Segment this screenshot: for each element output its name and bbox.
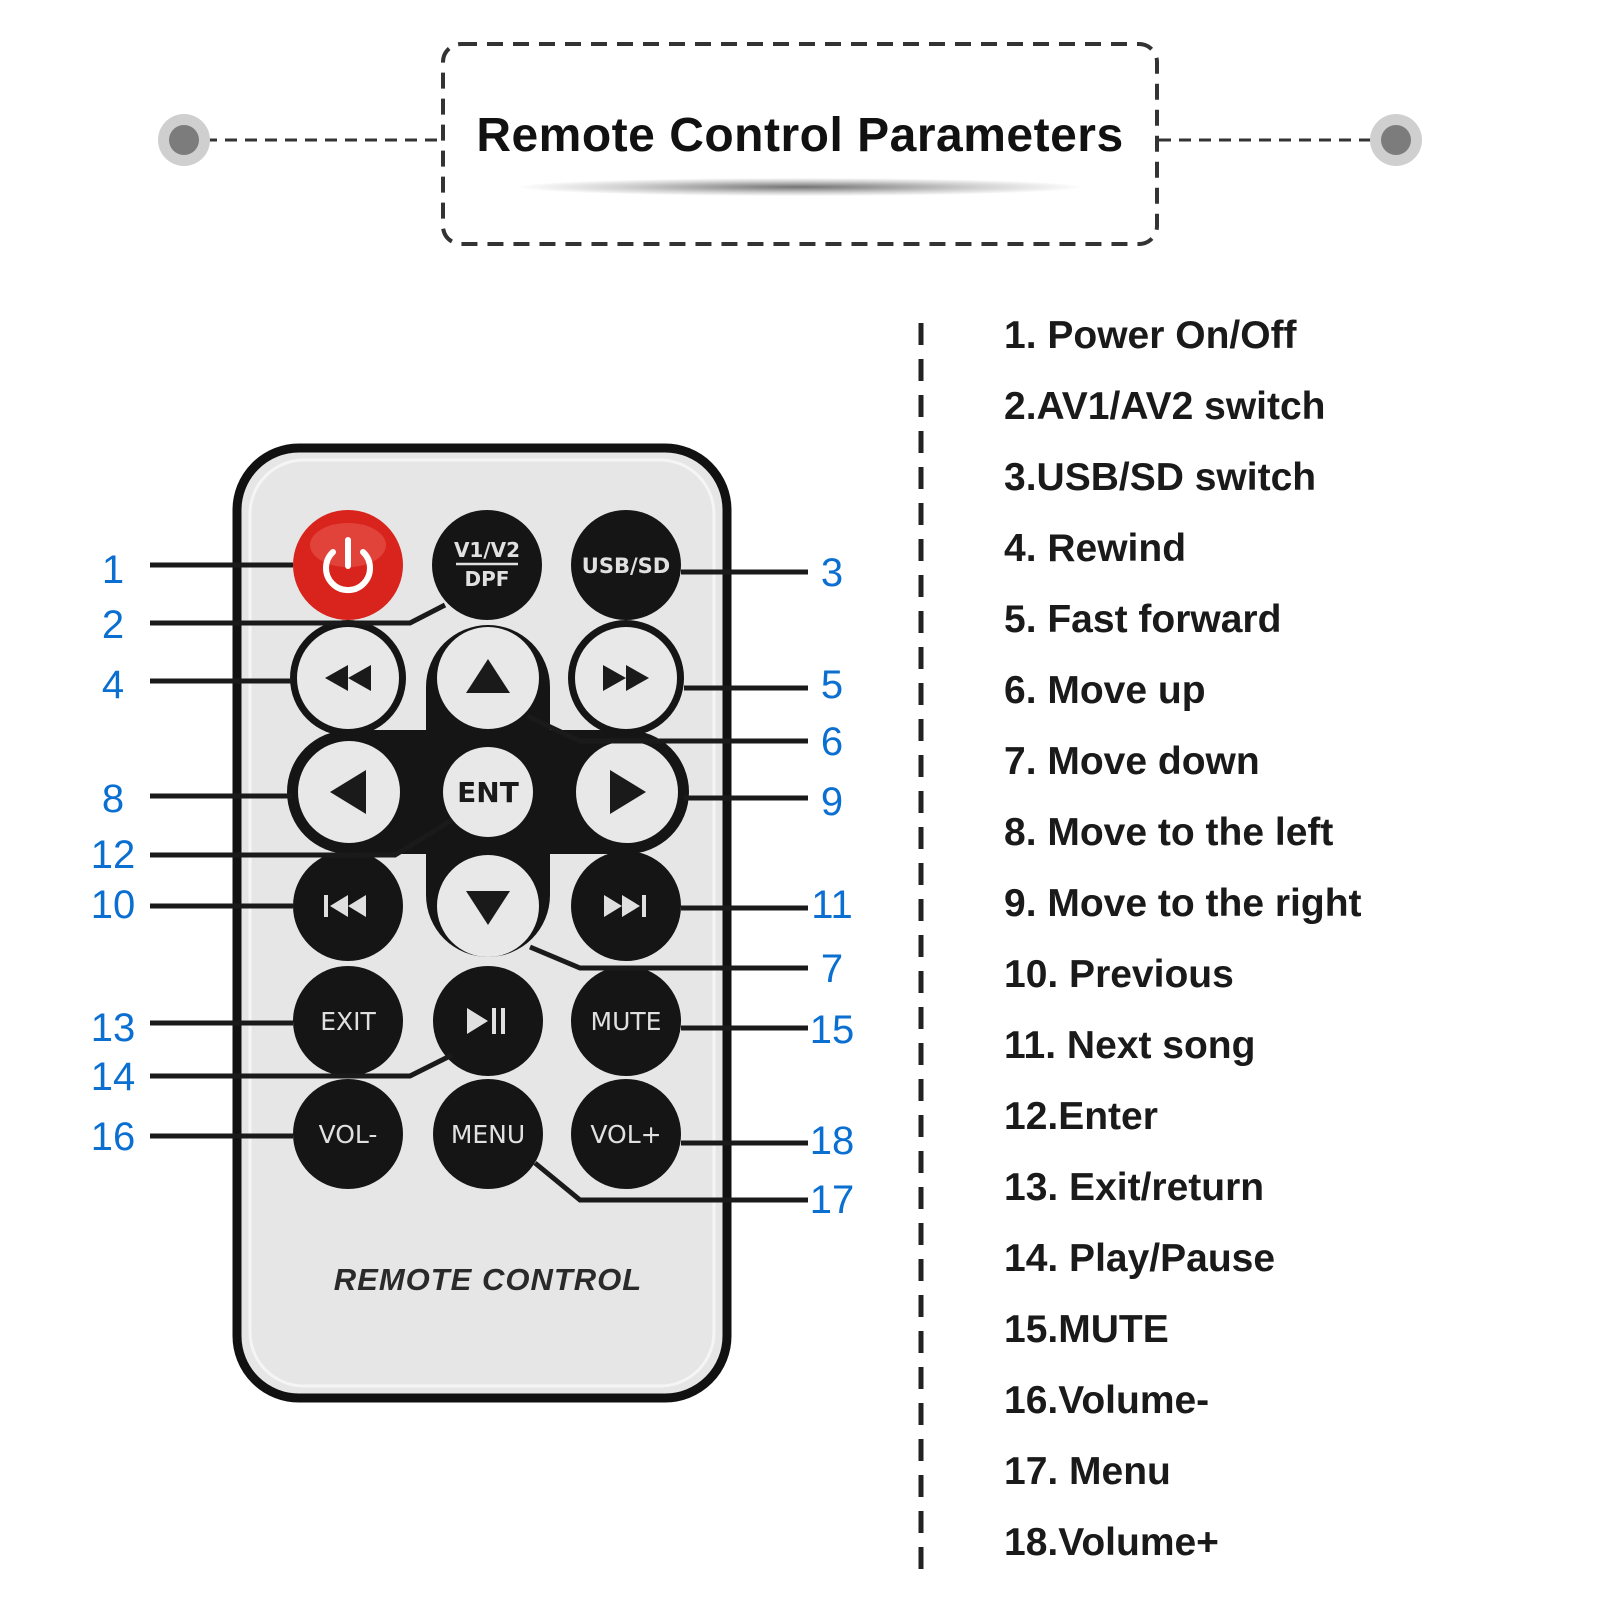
right-arrow-icon: [610, 770, 646, 814]
callout-2: 2: [102, 603, 124, 647]
legend-item: 9. Move to the right: [1004, 882, 1362, 925]
legend-item: 3.USB/SD switch: [1004, 456, 1317, 499]
callout-12: 12: [91, 833, 136, 877]
legend-item: 15.MUTE: [1004, 1308, 1169, 1351]
callout-3: 3: [821, 551, 843, 595]
fast-forward-icon: [603, 665, 649, 691]
right-button[interactable]: [576, 741, 678, 843]
up-arrow-icon: [466, 659, 510, 693]
previous-icon: [324, 895, 366, 917]
volume-up-button[interactable]: VOL+: [571, 1079, 681, 1189]
menu-label: MENU: [451, 1120, 525, 1149]
callout-1: 1: [102, 548, 124, 592]
volume-down-label: VOL-: [319, 1120, 378, 1149]
callout-8: 8: [102, 777, 124, 821]
legend-item: 17. Menu: [1004, 1450, 1171, 1493]
callout-7: 7: [821, 947, 843, 991]
callout-5: 5: [821, 663, 843, 707]
leader-lines: [150, 562, 808, 1203]
usb-sd-button[interactable]: USB/SD: [571, 510, 681, 620]
volume-up-label: VOL+: [590, 1120, 661, 1149]
legend-item: 12.Enter: [1004, 1095, 1158, 1138]
legend-item: 18.Volume+: [1004, 1521, 1219, 1564]
menu-button[interactable]: MENU: [433, 1079, 543, 1189]
callout-10: 10: [91, 883, 136, 927]
callout-6: 6: [821, 720, 843, 764]
play-pause-button[interactable]: [433, 966, 543, 1076]
exit-button[interactable]: EXIT: [293, 966, 403, 1076]
left-button[interactable]: [298, 741, 400, 843]
callout-18: 18: [810, 1119, 855, 1163]
callout-16: 16: [91, 1115, 136, 1159]
av-switch-sublabel: DPF: [465, 567, 510, 591]
legend-item: 4. Rewind: [1004, 527, 1187, 570]
legend-item: 8. Move to the left: [1004, 811, 1334, 854]
legend-list: 1. Power On/Off 2.AV1/AV2 switch 3.USB/S…: [1004, 316, 1564, 1594]
power-button[interactable]: [293, 510, 403, 620]
enter-label: ENT: [457, 776, 519, 809]
fast-forward-button[interactable]: [568, 620, 684, 736]
usb-sd-label: USB/SD: [582, 554, 670, 578]
av-switch-label: V1/V2: [454, 538, 520, 562]
legend-item: 13. Exit/return: [1004, 1166, 1265, 1209]
volume-down-button[interactable]: VOL-: [293, 1079, 403, 1189]
legend-item: 7. Move down: [1004, 740, 1260, 783]
callout-numbers: 1 2 3 4 5 6 7 8 9 10 11 12 13 14 15 16 1…: [91, 548, 855, 1222]
left-arrow-icon: [330, 770, 366, 814]
legend-item: 2.AV1/AV2 switch: [1004, 385, 1326, 428]
rewind-button[interactable]: [290, 620, 406, 736]
previous-button[interactable]: [293, 851, 403, 961]
callout-13: 13: [91, 1006, 136, 1050]
mute-button[interactable]: MUTE: [571, 966, 681, 1076]
callout-17: 17: [810, 1178, 855, 1222]
next-button[interactable]: [571, 851, 681, 961]
remote-brand-text: REMOTE CONTROL: [334, 1262, 643, 1297]
title-frame: [158, 42, 1422, 246]
mute-label: MUTE: [591, 1007, 662, 1036]
legend-item: 10. Previous: [1004, 953, 1234, 996]
down-arrow-icon: [466, 891, 510, 925]
callout-15: 15: [810, 1008, 855, 1052]
callout-14: 14: [91, 1055, 136, 1099]
next-icon: [604, 895, 646, 917]
exit-label: EXIT: [320, 1007, 376, 1036]
legend-item: 16.Volume-: [1004, 1379, 1210, 1422]
legend-item: 1. Power On/Off: [1004, 314, 1297, 357]
power-icon: [323, 537, 373, 594]
legend-item: 6. Move up: [1004, 669, 1206, 712]
av-switch-button[interactable]: V1/V2 DPF: [432, 510, 542, 620]
down-button[interactable]: [437, 855, 539, 957]
callout-9: 9: [821, 780, 843, 824]
play-pause-icon: [467, 1008, 505, 1034]
legend-item: 11. Next song: [1004, 1024, 1256, 1067]
enter-button[interactable]: ENT: [443, 747, 533, 837]
page-title: Remote Control Parameters: [476, 108, 1124, 162]
legend-item: 5. Fast forward: [1004, 598, 1282, 641]
title-shadow: [520, 178, 1080, 196]
callout-11: 11: [811, 883, 853, 927]
callout-4: 4: [102, 663, 124, 707]
rewind-icon: [325, 665, 371, 691]
legend-item: 14. Play/Pause: [1004, 1237, 1276, 1280]
up-button[interactable]: [437, 627, 539, 729]
